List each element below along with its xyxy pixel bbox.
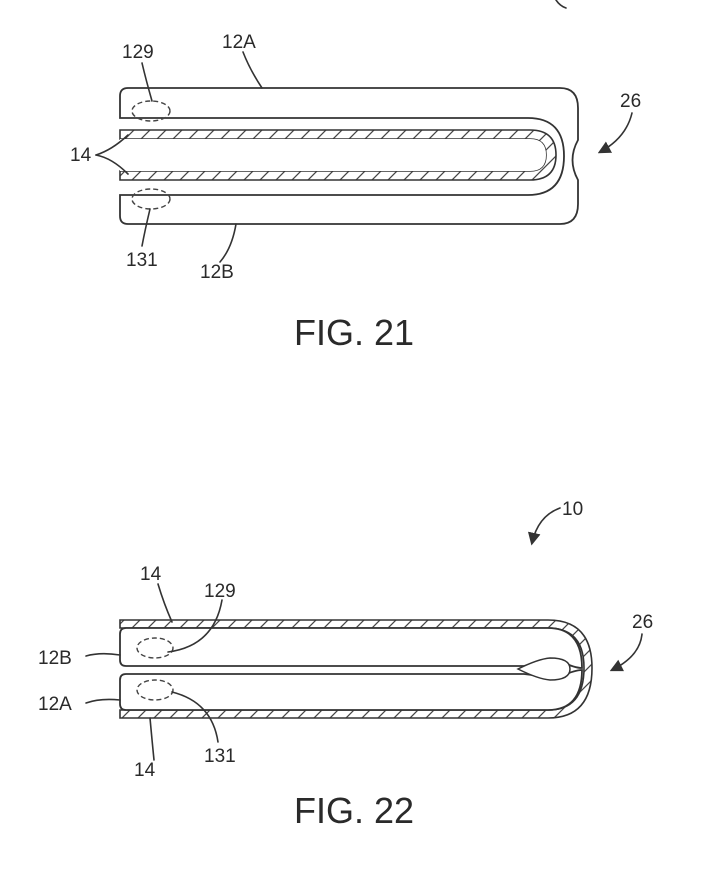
label-131: 131 <box>126 250 158 271</box>
label-14-bottom: 14 <box>134 760 156 781</box>
leader-14-b <box>95 154 129 175</box>
label-12b: 12B <box>38 648 72 669</box>
leader-12b <box>85 652 121 657</box>
housing-12b <box>119 627 583 669</box>
leader-129 <box>167 599 223 653</box>
label-26: 26 <box>620 91 641 112</box>
leader-131 <box>141 208 151 247</box>
label-131: 131 <box>204 746 236 767</box>
arrow-26 <box>597 112 633 154</box>
leader-12a <box>242 51 263 89</box>
figure-21: 129 12A 26 14 131 12B FIG. 21 <box>70 32 641 353</box>
flexible-display <box>119 619 593 719</box>
bend-cavity <box>516 657 571 681</box>
component-131 <box>136 679 174 701</box>
leader-12b <box>219 223 237 263</box>
housing-outline <box>119 87 579 225</box>
label-12a: 12A <box>38 694 72 715</box>
fold-gap <box>120 139 546 171</box>
leader-14-bottom <box>149 717 155 761</box>
leader-12a <box>85 698 121 704</box>
figure-22: 10 14 129 26 12B 12A 14 131 FIG. 22 <box>38 499 653 831</box>
leader-14-a <box>95 134 129 156</box>
label-129: 129 <box>204 581 236 602</box>
label-129: 129 <box>122 42 154 63</box>
arrow-26 <box>609 633 643 672</box>
housing-12a <box>119 669 583 711</box>
label-12a: 12A <box>222 32 256 53</box>
label-14-top: 14 <box>140 564 162 585</box>
label-14: 14 <box>70 145 92 166</box>
figure-22-caption: FIG. 22 <box>294 790 414 831</box>
component-129 <box>131 100 171 122</box>
component-129 <box>136 637 174 659</box>
leader-14-top <box>157 583 173 623</box>
arrow-10 <box>527 507 561 546</box>
leader-131 <box>171 691 219 743</box>
leader-129 <box>141 62 153 102</box>
label-10: 10 <box>562 499 583 520</box>
label-26: 26 <box>632 612 653 633</box>
label-12b: 12B <box>200 262 234 283</box>
corner-mark <box>555 0 567 9</box>
figure-21-caption: FIG. 21 <box>294 312 414 353</box>
component-131 <box>131 188 171 210</box>
